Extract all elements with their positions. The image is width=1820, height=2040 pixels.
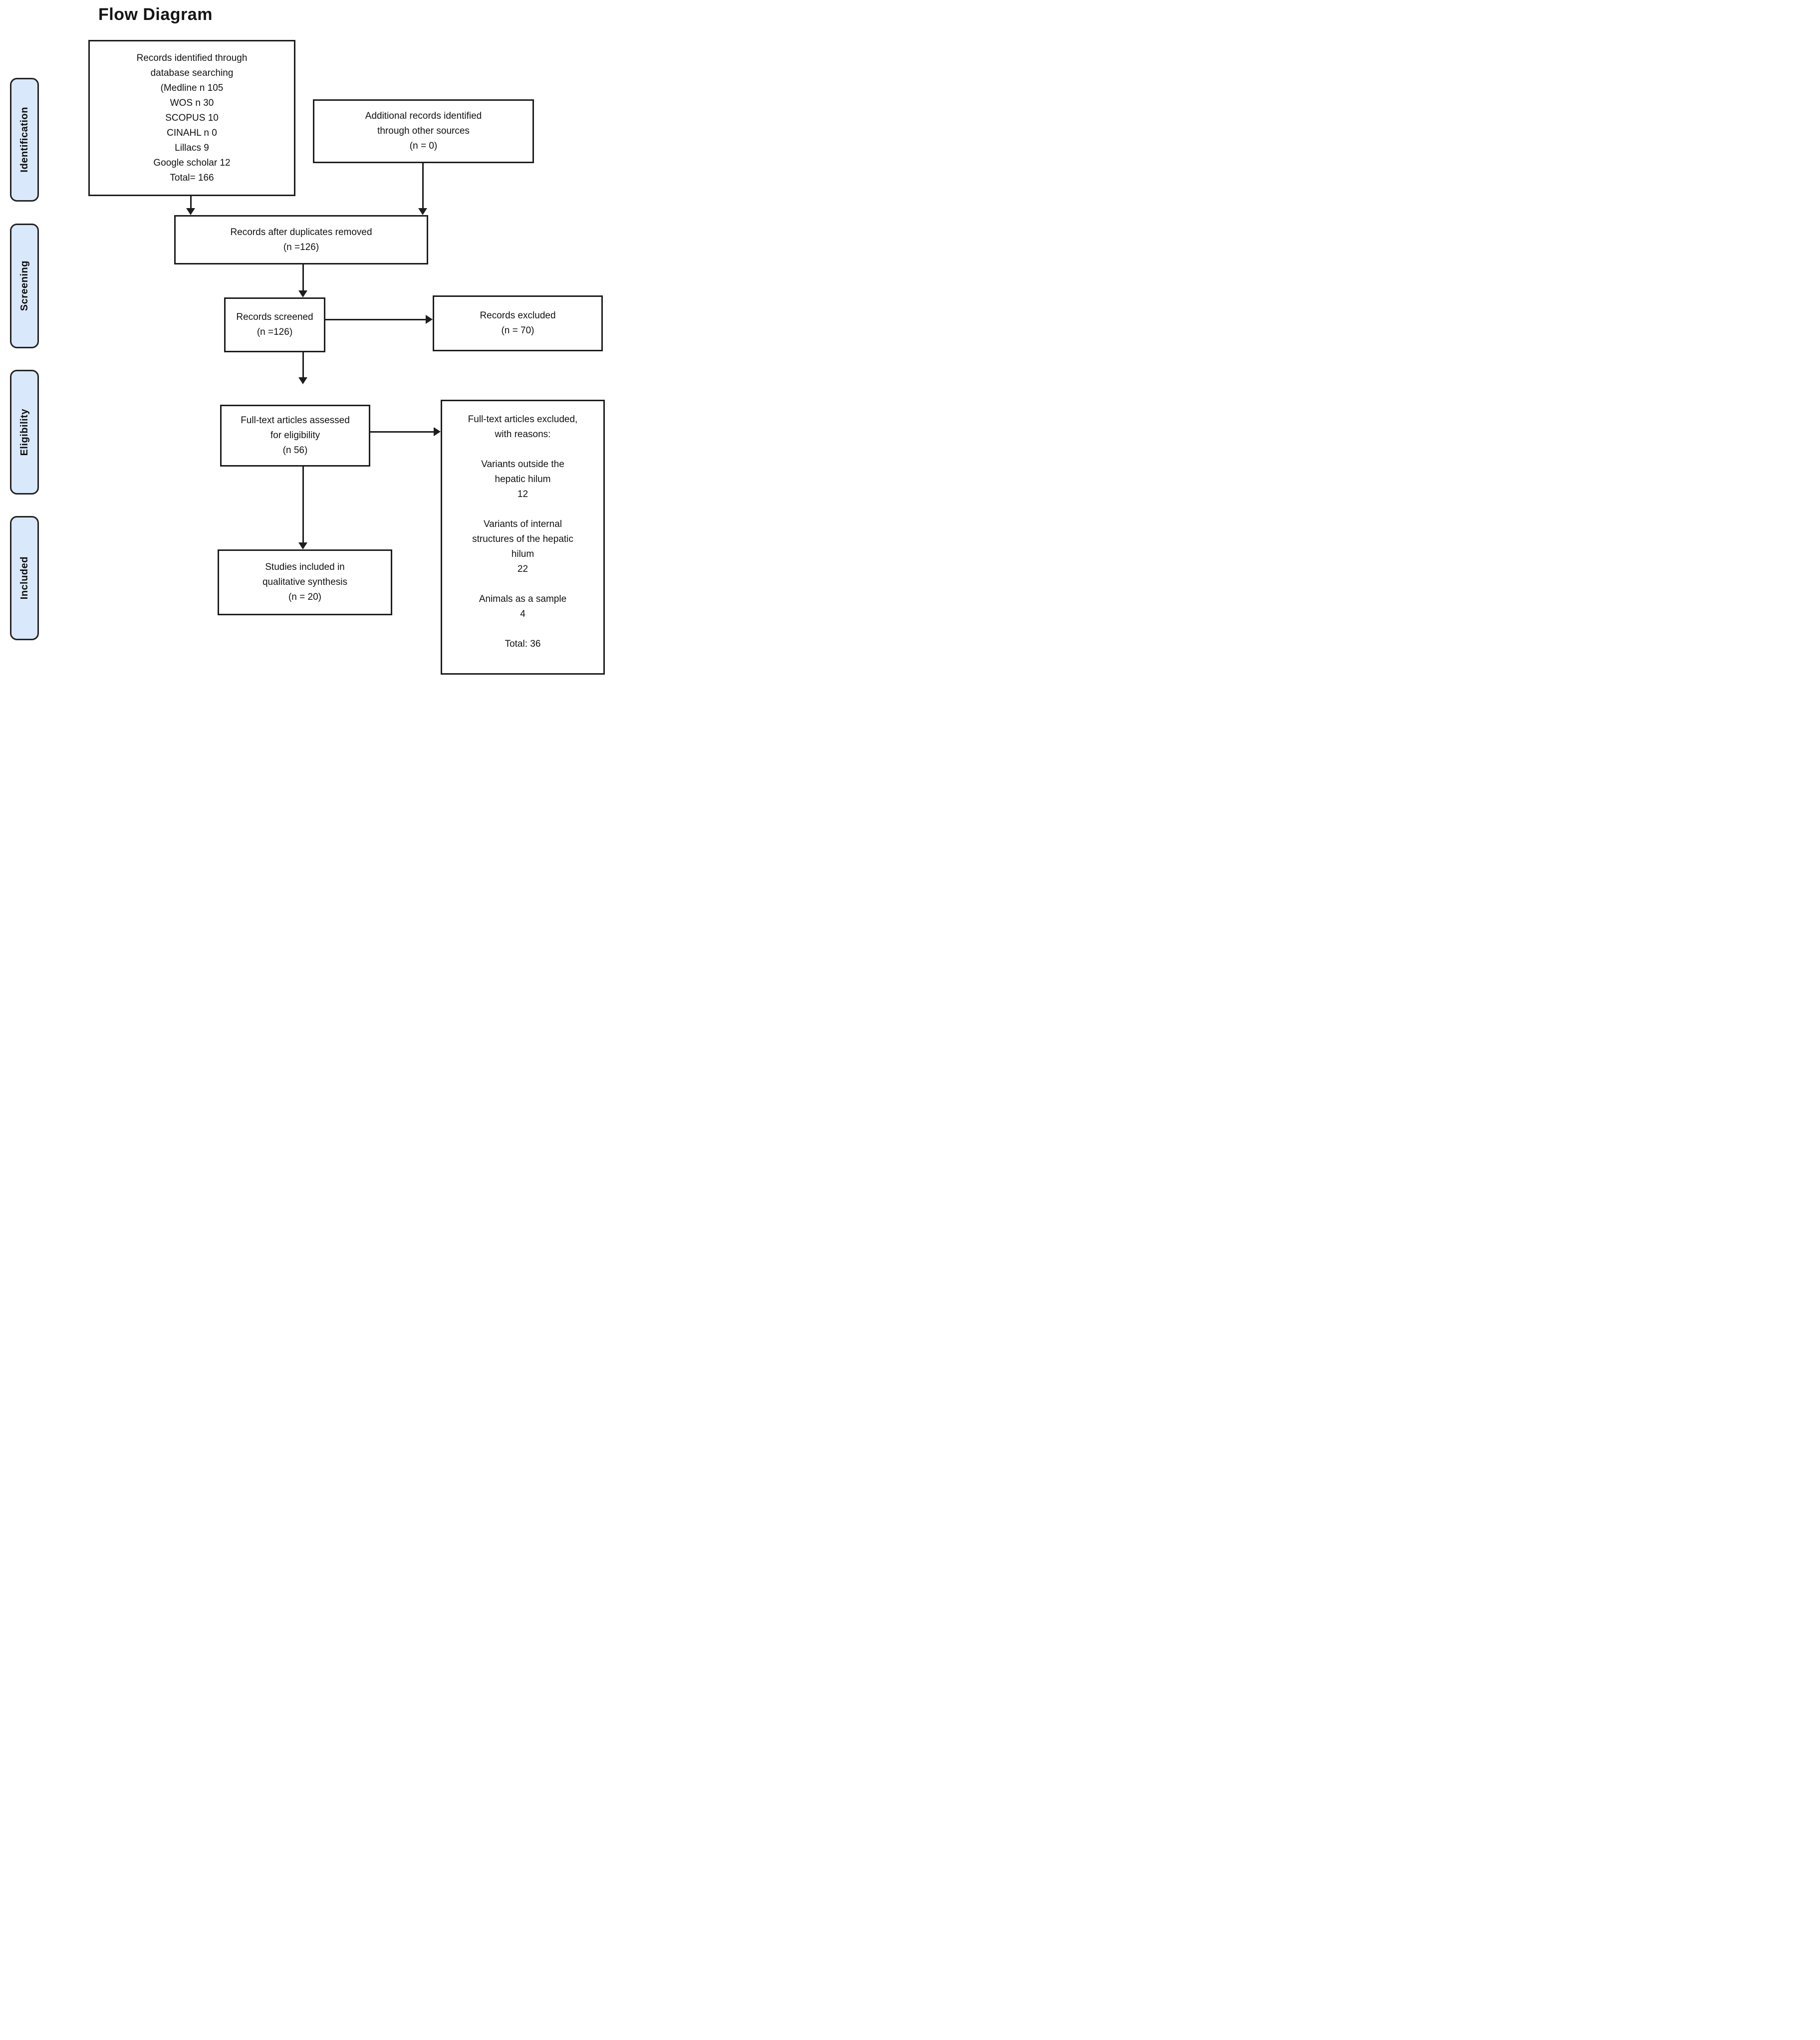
box-line: Google scholar 12 [153,157,231,168]
box-line: CINAHL n 0 [167,127,217,138]
box-line: (n = 0) [409,141,438,151]
box-records-screened: Records screened (n =126) [224,297,325,352]
box-line: qualitative synthesis [262,577,348,587]
arrow-down-head [298,377,307,384]
stage-label: Eligibility [18,408,30,456]
arrow-right-head [426,315,433,324]
box-line: (n =126) [283,242,319,253]
arrow-line [302,352,304,377]
exclusion-reason-count: 4 [520,609,525,619]
stage-label: Identification [18,107,30,173]
prisma-flow-diagram: Flow Diagram Identification Screening El… [0,0,607,680]
box-fulltext-excluded: Full-text articles excluded, with reason… [441,400,605,675]
box-additional-records: Additional records identified through ot… [313,99,534,163]
box-line: (n = 70) [501,325,534,336]
arrow-down-head [298,290,307,297]
exclusion-total: Total: 36 [505,639,541,649]
exclusion-reason-line: Variants outside the [481,459,564,470]
box-line: (n =126) [257,327,293,337]
box-line: SCOPUS 10 [165,112,219,123]
arrow-line [422,163,424,208]
exclusion-reason-count: 22 [517,564,528,574]
box-duplicates-removed: Records after duplicates removed (n =126… [174,215,428,264]
arrow-down-head [418,208,427,215]
stage-included: Included [10,516,39,640]
arrow-line [190,196,192,209]
stage-label: Screening [18,260,30,311]
box-line: Records identified through [136,52,248,63]
box-records-identified: Records identified through database sear… [88,40,295,196]
box-line: (Medline n 105 [160,82,224,93]
box-line: Additional records identified [365,111,482,121]
box-line: Records after duplicates removed [230,227,372,238]
exclusion-reason-count: 12 [517,489,528,500]
box-line: for eligibility [270,430,320,441]
box-line: with reasons: [495,429,551,440]
arrow-down-head [298,542,307,549]
box-line: Records excluded [480,310,556,321]
box-line: Total= 166 [170,172,214,183]
box-line: Full-text articles assessed [241,415,350,426]
page-title: Flow Diagram [98,5,213,24]
exclusion-reason-line: Animals as a sample [479,594,567,604]
box-line: Full-text articles excluded, [468,414,578,425]
box-fulltext-assessed: Full-text articles assessed for eligibil… [220,405,370,467]
arrow-line [302,467,304,542]
box-line: Records screened [236,312,313,322]
stage-screening: Screening [10,224,39,348]
arrow-right-head [434,427,441,436]
arrow-line [302,264,304,290]
stage-label: Included [18,556,30,600]
box-line: through other sources [377,126,470,136]
exclusion-reason-line: hilum [511,549,534,559]
arrow-line [370,431,434,433]
box-line: database searching [150,67,234,78]
box-line: WOS n 30 [170,97,214,108]
arrow-line [325,319,426,320]
exclusion-reason-line: Variants of internal [483,519,562,529]
box-line: (n = 20) [288,592,321,602]
box-records-excluded: Records excluded (n = 70) [433,295,603,351]
stage-identification: Identification [10,78,39,202]
stage-eligibility: Eligibility [10,370,39,495]
box-line: Studies included in [265,562,345,572]
exclusion-reason-line: structures of the hepatic [472,534,573,544]
box-studies-included: Studies included in qualitative synthesi… [218,549,392,615]
box-line: (n 56) [282,445,308,456]
arrow-down-head [186,208,195,215]
exclusion-reason-line: hepatic hilum [495,474,551,485]
box-line: Lillacs 9 [175,142,209,153]
